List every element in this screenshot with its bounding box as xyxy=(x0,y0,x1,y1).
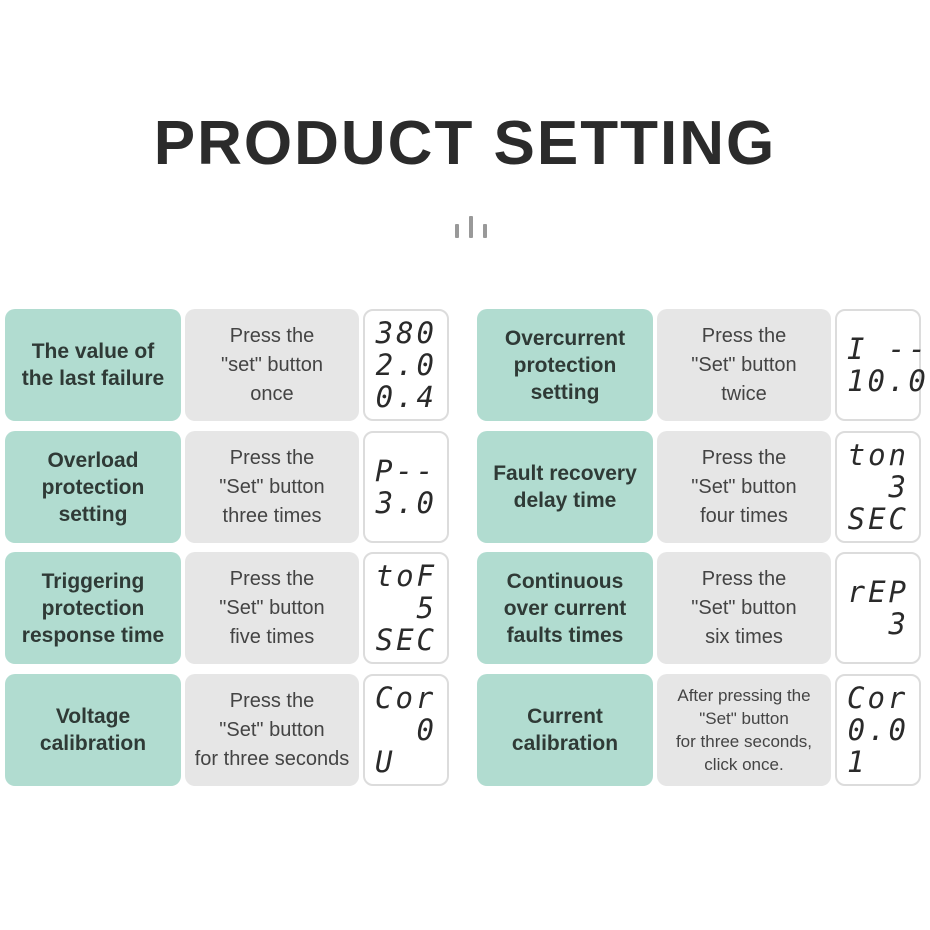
lcd-line: Cor xyxy=(847,681,909,715)
lcd-line: 380 xyxy=(375,316,437,350)
setting-label: Triggering protection response time xyxy=(5,552,181,664)
setting-instruction: Press the "set" button once xyxy=(185,309,359,421)
setting-row: Voltage calibration Press the "Set" butt… xyxy=(5,674,450,786)
setting-label: The value of the last failure xyxy=(5,309,181,421)
setting-instruction: Press the "Set" button six times xyxy=(657,552,831,664)
lcd-line: ton xyxy=(847,438,909,472)
lcd-line: 0.0 xyxy=(847,713,909,747)
page-title: PRODUCT SETTING xyxy=(153,109,777,178)
lcd-line: P-- xyxy=(375,454,437,488)
lcd-line: 0 xyxy=(416,713,437,747)
lcd-line: toF xyxy=(375,559,437,593)
lcd-line: 5 xyxy=(416,591,437,625)
lcd-line: SEC xyxy=(847,502,909,536)
setting-row: The value of the last failure Press the … xyxy=(5,309,450,421)
lcd-line: I -- xyxy=(847,332,929,366)
setting-row: Continuous over current faults times Pre… xyxy=(477,552,922,664)
lcd-line: Cor xyxy=(375,681,437,715)
lcd-line: 3.0 xyxy=(375,486,437,520)
setting-label: Voltage calibration xyxy=(5,674,181,786)
setting-instruction: Press the "Set" button three times xyxy=(185,431,359,543)
lcd-display: Cor 0.0 1 xyxy=(835,674,921,786)
lcd-display: Cor 0 U xyxy=(363,674,449,786)
setting-instruction: Press the "Set" button twice xyxy=(657,309,831,421)
lcd-display: rEP 3 xyxy=(835,552,921,664)
lcd-line: 3 xyxy=(888,607,909,641)
setting-label: Fault recovery delay time xyxy=(477,431,653,543)
lcd-line: rEP xyxy=(847,575,909,609)
lcd-display: I -- 10.0 xyxy=(835,309,929,421)
divider-icon xyxy=(455,216,489,238)
setting-row: Overcurrent protection setting Press the… xyxy=(477,309,929,421)
setting-instruction: Press the "Set" button four times xyxy=(657,431,831,543)
setting-row: Triggering protection response time Pres… xyxy=(5,552,450,664)
lcd-line: 1 xyxy=(847,745,868,779)
lcd-display: ton 3 SEC xyxy=(835,431,921,543)
setting-instruction: Press the "Set" button five times xyxy=(185,552,359,664)
lcd-line: SEC xyxy=(375,623,437,657)
setting-instruction: After pressing the "Set" button for thre… xyxy=(657,674,831,786)
lcd-line: 0.4 xyxy=(375,380,437,414)
setting-label: Overload protection setting xyxy=(5,431,181,543)
lcd-line: 10.0 xyxy=(847,364,929,398)
lcd-display: P-- 3.0 xyxy=(363,431,449,543)
lcd-line: 3 xyxy=(888,470,909,504)
setting-instruction: Press the "Set" button for three seconds xyxy=(185,674,359,786)
lcd-display: toF 5 SEC xyxy=(363,552,449,664)
lcd-line: U xyxy=(375,745,396,779)
setting-label: Continuous over current faults times xyxy=(477,552,653,664)
setting-label: Current calibration xyxy=(477,674,653,786)
setting-row: Fault recovery delay time Press the "Set… xyxy=(477,431,922,543)
lcd-display: 380 2.0 0.4 xyxy=(363,309,449,421)
setting-label: Overcurrent protection setting xyxy=(477,309,653,421)
setting-row: Overload protection setting Press the "S… xyxy=(5,431,450,543)
lcd-line: 2.0 xyxy=(375,348,437,382)
setting-row: Current calibration After pressing the "… xyxy=(477,674,922,786)
